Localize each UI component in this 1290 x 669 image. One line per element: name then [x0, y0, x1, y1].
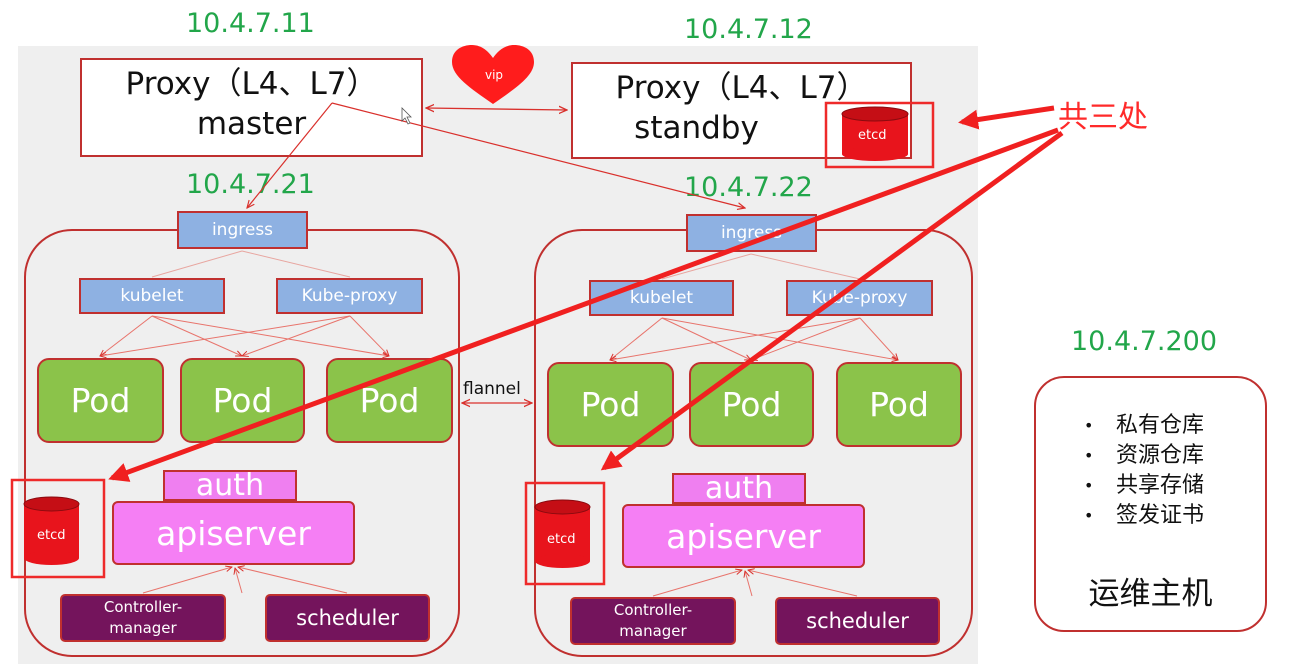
etcd-label-standby: etcd [858, 128, 887, 143]
left-pod-links [100, 315, 389, 356]
mouse-cursor-icon [401, 107, 412, 125]
kube-proxy-right: Kube-proxy [786, 280, 933, 316]
etcd-highlight-right [524, 481, 606, 586]
ops-item-resource-repo: 资源仓库 [1084, 441, 1204, 471]
ops-host-title: 运维主机 [1088, 576, 1213, 612]
controller-manager-right-line1: Controller- [613, 601, 693, 619]
controller-manager-right-line2: manager [619, 622, 687, 640]
etcd-cylinder-standby-icon [841, 106, 909, 161]
auth-left: auth [163, 470, 297, 501]
ip-node-left: 10.4.7.21 [186, 169, 315, 200]
right-api-links [652, 570, 858, 597]
ops-host-box: 私有仓库 资源仓库 共享存储 签发证书 运维主机 [1034, 376, 1267, 632]
auth-right: auth [672, 473, 806, 504]
left-ingress-links [151, 250, 351, 278]
kubelet-left: kubelet [79, 278, 225, 314]
proxy-master-title: Proxy（L4、L7） [125, 66, 378, 102]
proxy-master-box: Proxy（L4、L7） master [80, 58, 423, 157]
ip-proxy-master: 10.4.7.11 [186, 8, 315, 39]
apiserver-right: apiserver [622, 504, 865, 568]
flannel-label: flannel [463, 379, 521, 399]
ops-item-shared-storage: 共享存储 [1084, 471, 1204, 501]
vip-label: vip [484, 68, 504, 82]
vip-heart-icon [452, 45, 534, 104]
callout-three-places: 共三处 [1058, 100, 1148, 135]
controller-manager-left-line2: manager [109, 619, 177, 637]
etcd-cylinder-left-icon [23, 496, 80, 565]
proxy-master-role: master [196, 106, 307, 142]
etcd-highlight-standby [824, 101, 935, 169]
pod-left-1: Pod [37, 358, 164, 443]
ops-host-list: 私有仓库 资源仓库 共享存储 签发证书 [1084, 411, 1204, 531]
left-api-links [142, 567, 348, 594]
proxy-standby-title: Proxy（L4、L7） [615, 70, 868, 106]
kubelet-right: kubelet [589, 280, 734, 316]
scheduler-left: scheduler [265, 594, 430, 642]
ingress-left: ingress [177, 211, 308, 249]
ops-item-cert-signing: 签发证书 [1084, 501, 1204, 531]
pod-right-3: Pod [836, 362, 962, 447]
ip-proxy-standby: 10.4.7.12 [684, 14, 813, 45]
callout-arrows [108, 105, 1064, 482]
etcd-cylinder-right-icon [534, 499, 591, 568]
right-pod-links [610, 317, 898, 360]
ip-node-right: 10.4.7.22 [684, 172, 813, 203]
kube-proxy-left: Kube-proxy [276, 278, 423, 314]
pod-right-2: Pod [689, 362, 814, 447]
controller-manager-right: Controller-manager [570, 597, 736, 645]
ip-ops-host: 10.4.7.200 [1071, 326, 1217, 357]
proxy-to-ingress-right [331, 102, 745, 208]
right-ingress-links [661, 253, 861, 280]
controller-manager-left-line1: Controller- [103, 598, 183, 616]
ingress-right: ingress [686, 214, 817, 252]
scheduler-right: scheduler [775, 597, 940, 645]
proxy-standby-role: standby [634, 110, 759, 146]
proxy-to-ingress-left [247, 102, 333, 208]
etcd-highlight-left [10, 478, 106, 579]
pod-left-3: Pod [326, 358, 453, 443]
ops-item-private-repo: 私有仓库 [1084, 411, 1204, 441]
controller-manager-left: Controller-manager [60, 594, 226, 642]
apiserver-left: apiserver [112, 501, 355, 565]
etcd-label-left: etcd [37, 528, 66, 543]
proxy-ha-link [426, 108, 567, 110]
etcd-label-right: etcd [547, 532, 576, 547]
